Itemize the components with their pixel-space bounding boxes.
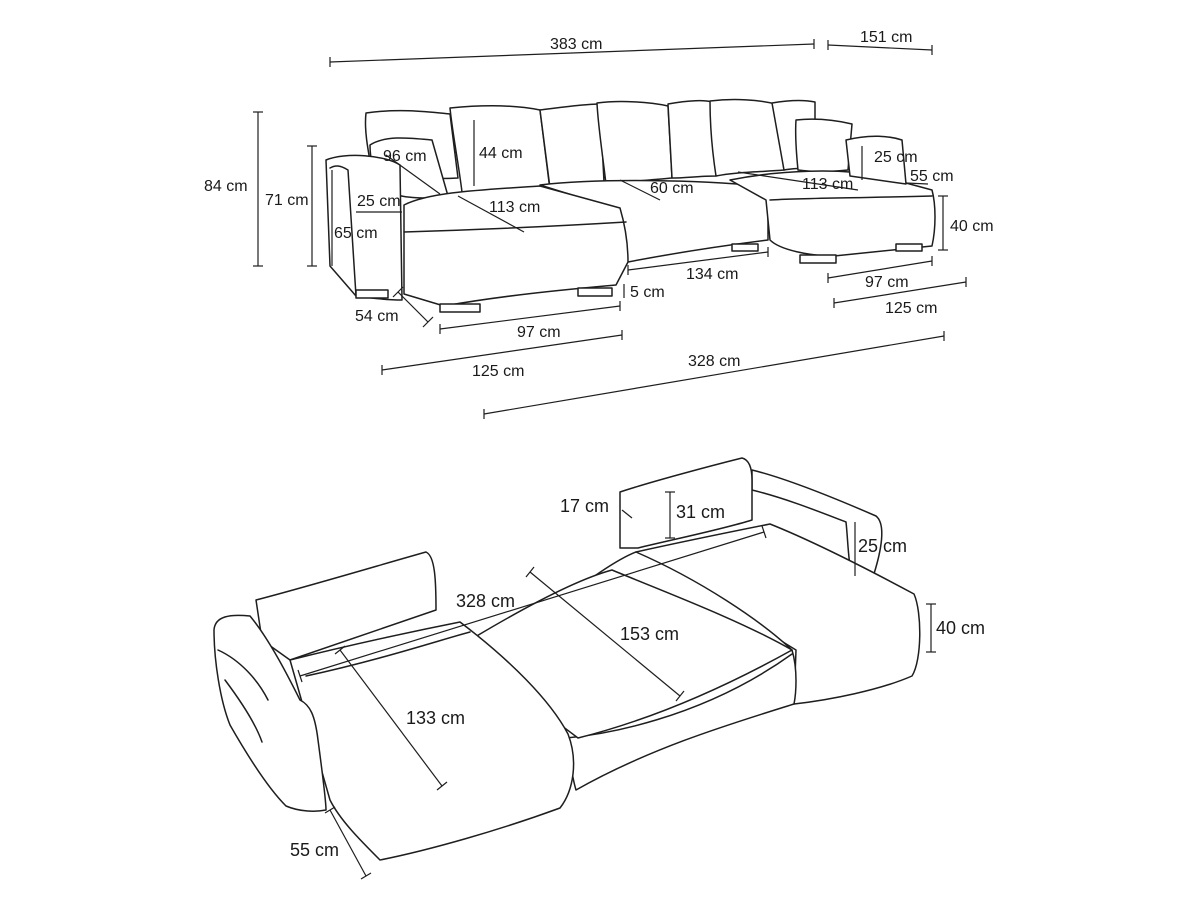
back-pillow [596, 100, 673, 185]
bed-back-height-label: 31 cm [676, 502, 725, 522]
seat-height-label: 40 cm [950, 218, 994, 235]
bed-arm-height-label: 25 cm [858, 536, 907, 556]
bed-left-chaise [289, 621, 575, 861]
cushion-diag-label: 96 cm [383, 148, 427, 165]
seat-depth-left-label: 113 cm [489, 199, 540, 216]
leg [731, 243, 759, 252]
bed-right-cushion [635, 523, 921, 705]
back-pillow [539, 103, 605, 189]
bed-seat-height-label: 40 cm [936, 618, 985, 638]
bed-dimension-labels: 17 cm 31 cm 25 cm 40 cm 328 cm 153 cm 13… [290, 496, 985, 860]
left-chaise-seat [403, 185, 629, 307]
right-armrest [845, 135, 907, 185]
left-chaise-width-label: 97 cm [517, 324, 561, 341]
bed-length-middle-label: 153 cm [620, 624, 679, 644]
armrest-width-label: 25 cm [357, 193, 401, 210]
middle-width-label: 134 cm [686, 266, 738, 283]
middle-seat-depth-label: 60 cm [650, 180, 694, 197]
leg [355, 289, 389, 299]
sofa-bed-drawing [213, 457, 921, 861]
top-dimension-lines [253, 39, 967, 419]
total-height-label: 84 cm [204, 178, 248, 195]
back-pillow [667, 99, 717, 179]
leg [577, 287, 613, 297]
right-armrest-width-label: 25 cm [874, 149, 918, 166]
chaise-depth-top-label: 151 cm [860, 29, 912, 46]
right-chaise-seat [729, 170, 936, 257]
back-pillow [794, 118, 853, 173]
bed-back-block [619, 457, 753, 549]
bed-left-armrest [213, 614, 327, 812]
right-chaise-width-label: 97 cm [865, 274, 909, 291]
bed-dimension-lines [297, 491, 936, 880]
back-pillow [709, 98, 785, 177]
bed-back-depth-label: 17 cm [560, 496, 609, 516]
bed-arm-depth-label: 55 cm [290, 840, 339, 860]
seat-width-total-label: 328 cm [688, 353, 740, 370]
total-length-label: 383 cm [550, 36, 602, 53]
leg-height-label: 5 cm [630, 284, 665, 301]
left-chaise-total-label: 125 cm [472, 363, 524, 380]
top-dimension-labels: 383 cm 151 cm 84 cm 71 cm 65 cm 25 cm 54… [204, 29, 994, 380]
armrest-depth-label: 54 cm [355, 308, 399, 325]
back-cushion-height-label: 44 cm [479, 145, 523, 162]
bed-width-label: 328 cm [456, 591, 515, 611]
bed-length-left-label: 133 cm [406, 708, 465, 728]
seat-depth-right-label: 113 cm [802, 176, 853, 193]
leg [439, 303, 481, 313]
sofa-perspective-drawing [325, 98, 936, 313]
armrest-height-label: 65 cm [334, 225, 378, 242]
bed-back-left-block [255, 551, 437, 661]
right-armrest-depth-label: 55 cm [910, 168, 954, 185]
leg [895, 243, 923, 252]
right-chaise-total-label: 125 cm [885, 300, 937, 317]
leg [799, 254, 837, 264]
back-height-label: 71 cm [265, 192, 309, 209]
